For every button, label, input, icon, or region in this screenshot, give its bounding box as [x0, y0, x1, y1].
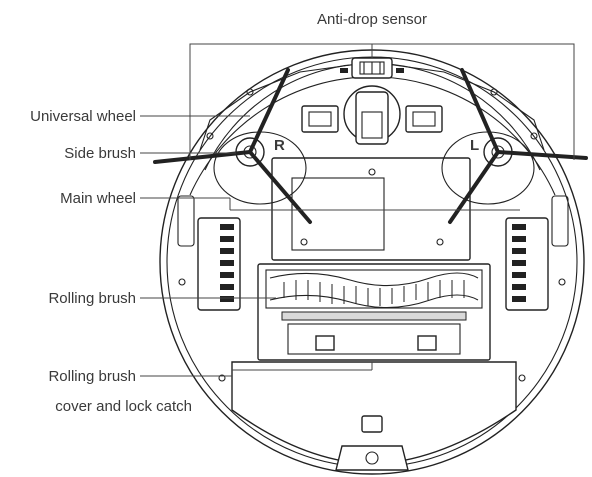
label-rolling-brush-cover-line1: Rolling brush [48, 368, 136, 385]
screws [178, 88, 566, 382]
main-wheel-right [177, 195, 241, 311]
label-rolling-brush: Rolling brush [48, 290, 136, 307]
battery-cover-plate [271, 157, 471, 261]
rolling-brush [257, 263, 491, 361]
side-mark-r: R [274, 137, 285, 154]
label-side-brush: Side brush [64, 145, 136, 162]
side-mark-l: L [470, 137, 479, 154]
rolling-brush-cover [231, 361, 517, 471]
callout-lines [140, 43, 575, 377]
main-wheel-left [505, 195, 569, 311]
label-universal-wheel: Universal wheel [30, 108, 136, 125]
universal-wheel [301, 85, 443, 145]
anti-drop-sensor [340, 57, 404, 79]
label-main-wheel: Main wheel [60, 190, 136, 207]
label-rolling-brush-cover-line2: cover and lock catch [55, 398, 192, 415]
label-anti-drop-sensor: Anti-drop sensor [317, 11, 427, 28]
